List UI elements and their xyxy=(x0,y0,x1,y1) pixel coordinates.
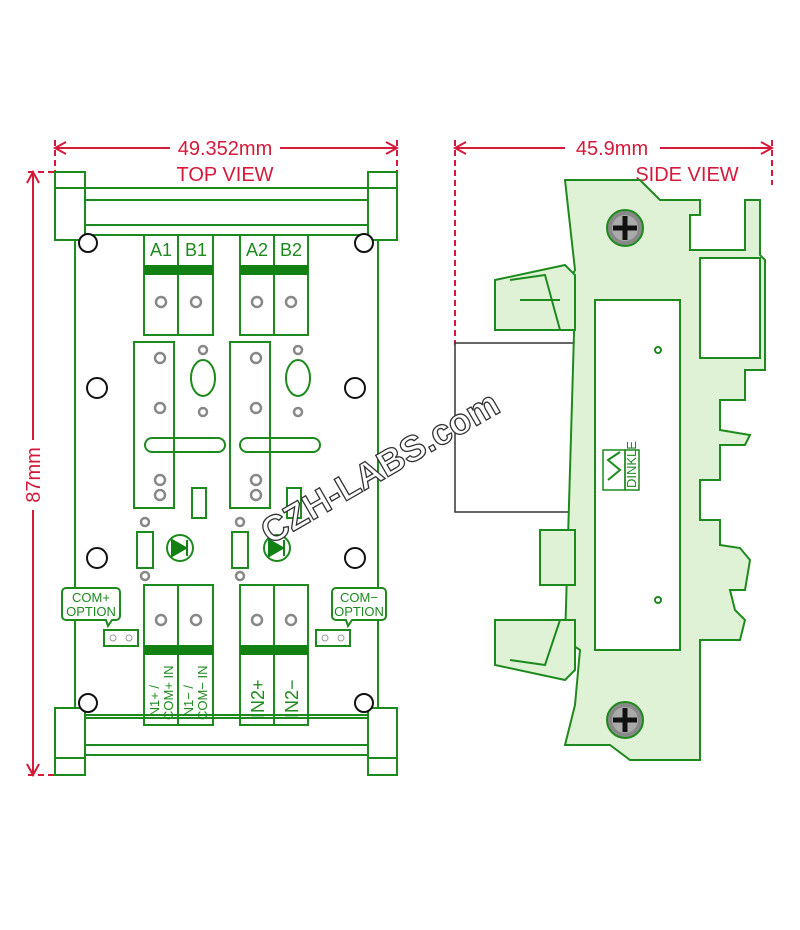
terminal-label-in1-plus: IN1+ / xyxy=(147,685,162,720)
side-view-title: SIDE VIEW xyxy=(635,164,738,186)
com-minus-option: COM− OPTION xyxy=(315,587,387,647)
clamp xyxy=(539,529,576,586)
terminal-label-a1: A1 xyxy=(150,240,172,260)
bottom-terminal-block-1: IN1+ / COM+ IN IN1− / COM− IN xyxy=(143,584,214,726)
com-plus-option: COM+ OPTION xyxy=(61,587,139,647)
screw-icon xyxy=(606,701,644,739)
terminal-label-b1: B1 xyxy=(185,240,207,260)
option-label: OPTION xyxy=(66,604,116,619)
relay-body-side xyxy=(454,342,579,513)
option-label: COM− xyxy=(340,590,378,605)
terminal-label-com-minus-in: COM− IN xyxy=(195,665,210,720)
option-label: COM+ xyxy=(72,590,110,605)
clamp xyxy=(494,619,576,682)
width-label: 49.352mm xyxy=(178,138,273,160)
end-cap xyxy=(54,171,86,241)
label-panel xyxy=(594,299,681,651)
terminal-label-com-plus-in: COM+ IN xyxy=(161,665,176,720)
terminal-label-a2: A2 xyxy=(246,240,268,260)
end-cap xyxy=(367,707,398,776)
top-terminal-block-2: A2 B2 xyxy=(239,234,309,336)
height-dimension: 87mm xyxy=(23,169,60,778)
height-label: 87mm xyxy=(23,447,45,503)
screw-icon xyxy=(606,209,644,247)
end-cap xyxy=(367,171,398,241)
terminal-label-in2-plus: IN2+ xyxy=(248,679,268,718)
bottom-terminal-block-2: IN2+ IN2− xyxy=(239,584,309,726)
bottom-rail xyxy=(84,717,369,756)
brand-label: DINKLE xyxy=(624,441,639,488)
terminal-label-in1-minus: IN1− / xyxy=(181,685,196,720)
option-label: OPTION xyxy=(334,604,384,619)
top-rail xyxy=(84,187,369,226)
top-terminal-block-1: A1 B1 xyxy=(143,234,214,336)
top-view-title: TOP VIEW xyxy=(176,164,273,186)
clamp xyxy=(494,263,576,331)
top-view: 49.352mm TOP VIEW 87mm xyxy=(23,138,400,778)
terminal-label-in2-minus: IN2− xyxy=(282,679,302,718)
dinkle-logo: DINKLE xyxy=(602,441,640,491)
side-width-label: 45.9mm xyxy=(576,138,648,160)
relay-1 xyxy=(133,341,226,519)
side-view: 45.9mm SIDE VIEW DINKLE xyxy=(452,138,775,761)
mounting-holes xyxy=(78,233,374,713)
diodes xyxy=(136,516,291,582)
width-dimension: 49.352mm xyxy=(52,138,400,175)
terminal-label-b2: B2 xyxy=(280,240,302,260)
side-width-dimension: 45.9mm xyxy=(452,138,775,345)
relay-2 xyxy=(229,341,321,519)
rail-clip xyxy=(699,257,761,359)
board-outline xyxy=(74,234,379,716)
end-cap xyxy=(54,707,86,776)
